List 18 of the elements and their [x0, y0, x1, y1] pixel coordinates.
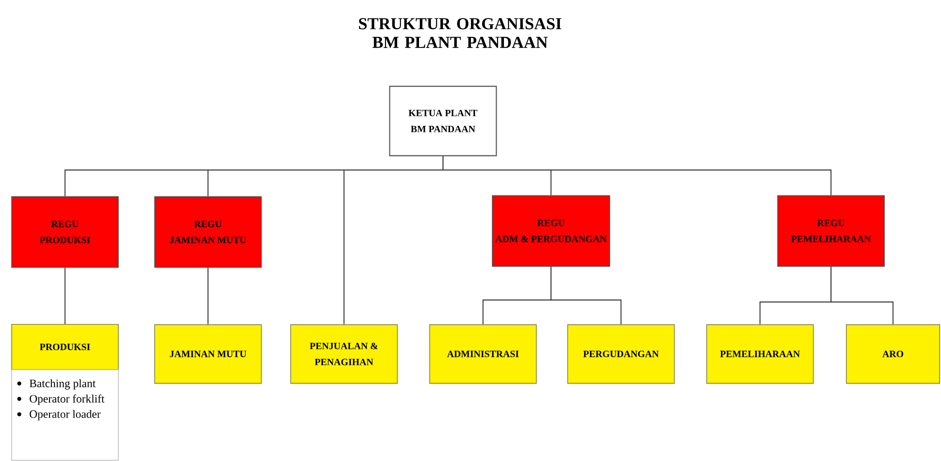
connector-line — [442, 156, 832, 196]
unit-box: ADMINISTRASI — [429, 324, 537, 384]
unit-box: JAMINAN MUTU — [154, 324, 262, 384]
unit-box: PENJUALAN & PENAGIHAN — [290, 324, 398, 384]
unit-box: ARO — [846, 324, 940, 384]
title: STRUKTUR ORGANISASI BM PLANT PANDAAN — [359, 18, 562, 48]
team-box: REGU PRODUKSI — [11, 196, 119, 268]
team-box: REGU ADM & PERGUDANGAN — [492, 195, 610, 267]
unit-box: PRODUKSI — [11, 324, 119, 370]
connector-line — [64, 267, 66, 324]
task-list-box: Batching plant Operator forklift Operator loader — [11, 369, 119, 461]
team-box: REGU JAMINAN MUTU — [154, 196, 262, 268]
connector-line — [830, 266, 894, 325]
unit-box: PERGUDANGAN — [567, 324, 675, 384]
connector-line — [550, 266, 622, 325]
head-box: KETUA PLANT BM PANDAAN — [389, 86, 497, 156]
team-box: REGU PEMELIHARAAN — [777, 195, 885, 267]
unit-box: PEMELIHARAAN — [706, 324, 814, 384]
